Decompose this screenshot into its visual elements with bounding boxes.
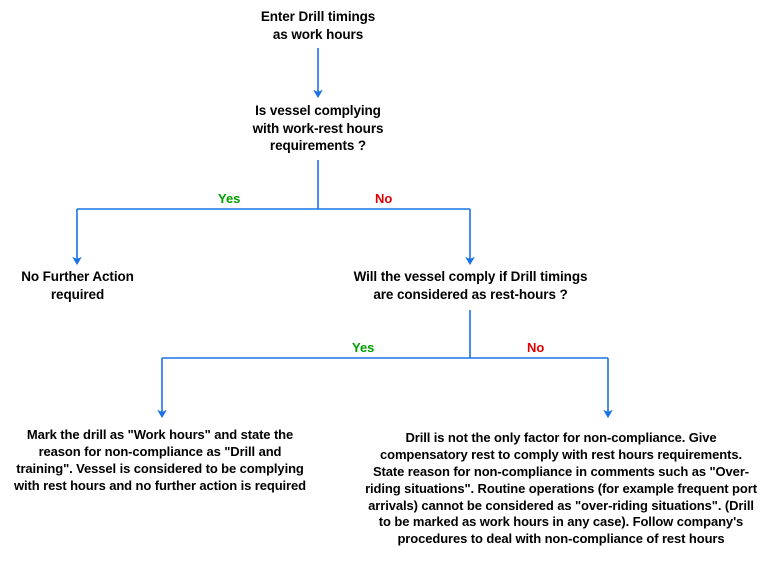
node-no-further-action-label: No Further Action required [21, 269, 134, 302]
node-outcome-mark-work-hours-label: Mark the drill as "Work hours" and state… [14, 427, 306, 493]
node-start: Enter Drill timings as work hours [218, 8, 418, 43]
node-decision-rest-hours: Will the vessel comply if Drill timings … [318, 268, 623, 303]
node-decision-rest-hours-label: Will the vessel comply if Drill timings … [353, 269, 588, 302]
branch-label-yes-1: Yes [218, 191, 241, 206]
node-outcome-compensatory-rest-label: Drill is not the only factor for non-com… [365, 430, 757, 547]
branch-label-no-2: No [527, 340, 545, 355]
node-outcome-compensatory-rest: Drill is not the only factor for non-com… [363, 430, 759, 548]
branch-label-yes-2: Yes [352, 340, 375, 355]
node-no-further-action: No Further Action required [0, 268, 155, 303]
branch-label-no-1: No [375, 191, 393, 206]
node-start-label: Enter Drill timings as work hours [260, 9, 376, 42]
node-decision-complying-label: Is vessel complying with work-rest hours… [252, 103, 384, 154]
node-outcome-mark-work-hours: Mark the drill as "Work hours" and state… [10, 427, 310, 495]
node-decision-complying: Is vessel complying with work-rest hours… [208, 102, 428, 155]
